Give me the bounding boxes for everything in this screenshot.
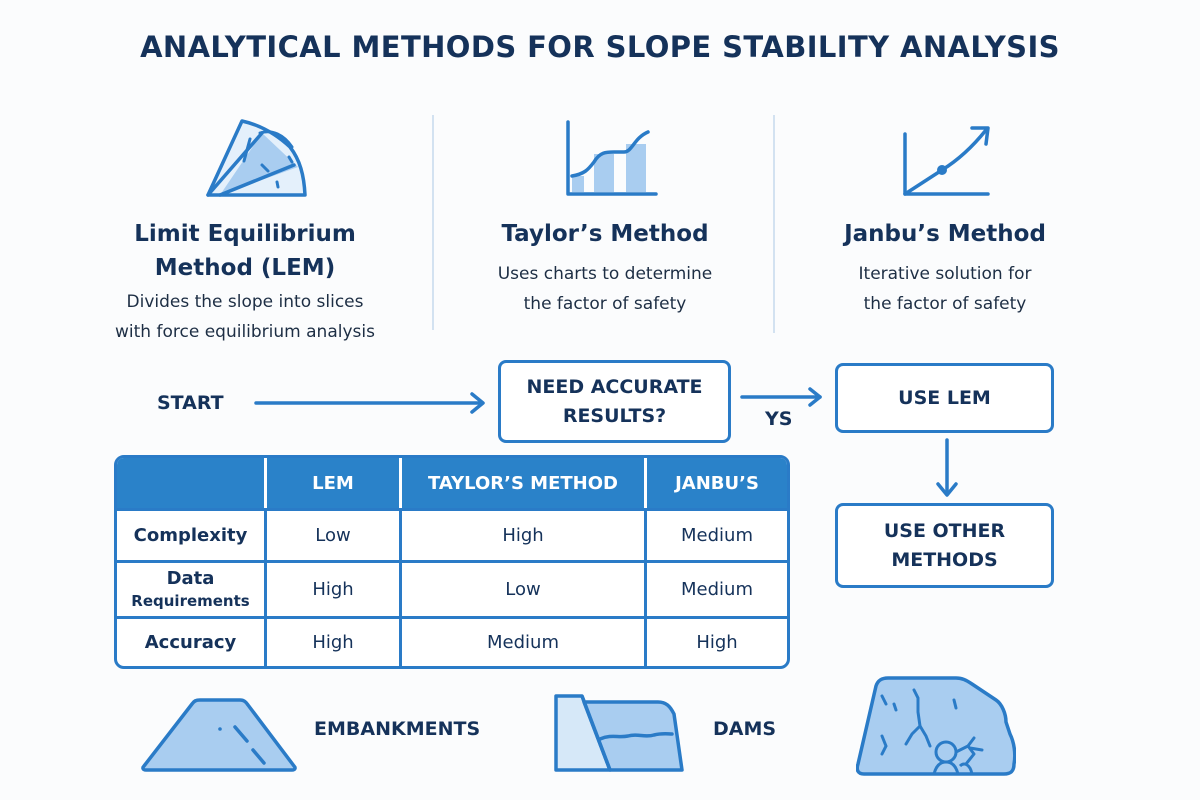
- table-header-janbu: JANBU’S: [647, 458, 787, 508]
- table-row: Accuracy High Medium High: [117, 616, 787, 666]
- row-label-data-requirements: Data Requirements: [117, 560, 267, 616]
- decision-box: NEED ACCURATE RESULTS?: [498, 360, 731, 443]
- method-taylor: Taylor’s Method Uses charts to determine…: [450, 217, 760, 319]
- row-label-data-line1: Data: [166, 567, 215, 589]
- method-lem-title-line2: Method (LEM): [154, 255, 336, 281]
- decision-line1: NEED ACCURATE: [526, 375, 703, 398]
- row-label-complexity: Complexity: [117, 508, 267, 560]
- cell-complexity-lem: Low: [267, 508, 402, 560]
- table-header-taylor: TAYLOR’S METHOD: [402, 458, 647, 508]
- method-lem: Limit Equilibrium Method (LEM) Divides t…: [90, 217, 400, 347]
- method-janbu-desc-line2: the factor of safety: [863, 294, 1027, 314]
- use-lem-label: USE LEM: [898, 386, 991, 409]
- comparison-table: LEM TAYLOR’S METHOD JANBU’S Complexity L…: [114, 455, 790, 669]
- slices-fan-icon: [200, 115, 310, 205]
- row-label-accuracy: Accuracy: [117, 616, 267, 666]
- dam-icon: [552, 690, 684, 776]
- application-dams-label: DAMS: [713, 718, 777, 740]
- method-lem-desc-line2: with force equilibrium analysis: [115, 322, 375, 342]
- use-other-line1: USE OTHER: [883, 519, 1006, 542]
- decision-line2: RESULTS?: [562, 404, 667, 427]
- cell-data-lem: High: [267, 560, 402, 616]
- method-janbu: Janbu’s Method Iterative solution for th…: [790, 217, 1100, 319]
- flow-start-label: START: [157, 392, 224, 414]
- embankment-icon: [140, 690, 300, 772]
- method-janbu-title: Janbu’s Method: [844, 221, 1046, 247]
- chart-curve-bars-icon: [562, 118, 662, 200]
- cell-complexity-taylor: High: [402, 508, 647, 560]
- arrow-start-to-decision-icon: [254, 392, 485, 414]
- application-embankments-label: EMBANKMENTS: [314, 718, 481, 740]
- method-taylor-desc-line1: Uses charts to determine: [497, 264, 713, 284]
- cell-accuracy-lem: High: [267, 616, 402, 666]
- cell-accuracy-taylor: Medium: [402, 616, 647, 666]
- cell-complexity-janbu: Medium: [647, 508, 787, 560]
- method-lem-title-line1: Limit Equilibrium: [134, 221, 356, 247]
- use-other-methods-box: USE OTHER METHODS: [835, 503, 1054, 588]
- method-lem-desc-line1: Divides the slope into slices: [126, 292, 364, 312]
- use-other-line2: METHODS: [891, 548, 998, 571]
- method-taylor-title: Taylor’s Method: [501, 221, 709, 247]
- table-row: Complexity Low High Medium: [117, 508, 787, 560]
- arrow-lem-to-other-icon: [936, 438, 958, 497]
- trend-arrow-icon: [900, 122, 1000, 200]
- yes-label: YS: [765, 408, 793, 430]
- use-lem-box: USE LEM: [835, 363, 1054, 433]
- method-taylor-desc-line2: the factor of safety: [523, 294, 687, 314]
- cell-data-taylor: Low: [402, 560, 647, 616]
- table-header-row: LEM TAYLOR’S METHOD JANBU’S: [117, 458, 787, 508]
- cell-data-janbu: Medium: [647, 560, 787, 616]
- cell-accuracy-janbu: High: [647, 616, 787, 666]
- page-title: ANALYTICAL METHODS FOR SLOPE STABILITY A…: [140, 30, 1060, 64]
- column-divider-2: [773, 115, 775, 333]
- arrow-decision-to-lem-icon: [740, 387, 822, 407]
- row-label-data-line2: Requirements: [131, 591, 250, 610]
- rock-slope-icon: [855, 674, 1017, 780]
- table-row: Data Requirements High Low Medium: [117, 560, 787, 616]
- table-header-empty: [117, 458, 267, 508]
- column-divider-1: [432, 115, 434, 330]
- method-janbu-desc-line1: Iterative solution for: [858, 264, 1032, 284]
- table-header-lem: LEM: [267, 458, 402, 508]
